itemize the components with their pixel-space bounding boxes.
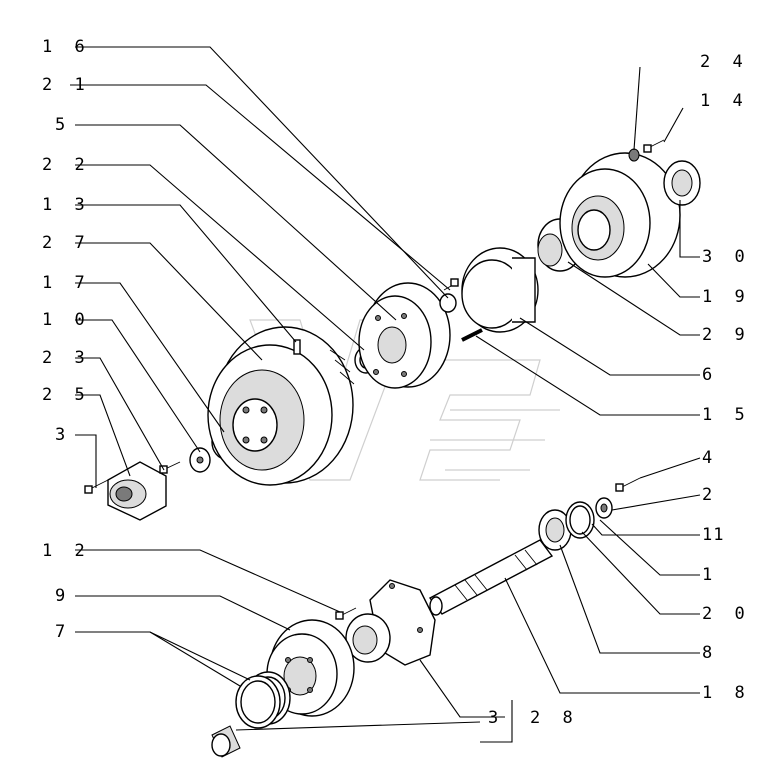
callout-13: 1 3: [42, 195, 91, 215]
spline-gear-5: [358, 282, 451, 389]
callout-4: 4: [702, 448, 718, 468]
callout-28: 2 8: [530, 708, 579, 728]
callout-18: 1 8: [702, 683, 751, 703]
shaft-18: [428, 539, 554, 616]
callout-30: 3 0: [702, 247, 751, 267]
callout-10: 1 0: [42, 310, 91, 330]
bolt-14: [643, 139, 665, 153]
callout-27: 2 7: [42, 233, 91, 253]
callout-20: 2 0: [702, 604, 751, 624]
bearing-8: [538, 509, 572, 551]
callout-22: 2 2: [42, 155, 91, 175]
bolt-4: [615, 477, 641, 492]
ring-20: [565, 501, 595, 539]
callout-5: 5: [55, 115, 71, 135]
flange-cap-25: [107, 461, 167, 521]
drum-gear-27: [207, 326, 355, 486]
callout-3-upper: 3: [55, 425, 71, 445]
screw-12: [335, 607, 357, 620]
callout-7: 7: [55, 622, 71, 642]
ring-gear-6: [461, 247, 539, 333]
callout-3-lower: 3: [488, 708, 504, 728]
callout-25: 2 5: [42, 385, 91, 405]
flange-housing-28: [345, 579, 436, 666]
callout-6: 6: [702, 365, 718, 385]
leader-lines: [70, 46, 701, 743]
bushing-3: [211, 725, 241, 758]
callout-2: 2: [702, 485, 718, 505]
callout-14: 1 4: [700, 91, 749, 111]
callout-labels: 1 6 2 1 5 2 2 1 3 2 7 1 7 1 0 2 3 2 5 3 …: [42, 37, 751, 728]
callout-21: 2 1: [42, 75, 91, 95]
callout-15: 1 5: [702, 405, 751, 425]
housing-19: [559, 152, 681, 278]
callout-1: 1: [702, 565, 718, 585]
washer-2: [595, 497, 613, 519]
bolt-3: [84, 479, 109, 494]
screw-21: [443, 278, 459, 291]
callout-29: 2 9: [702, 325, 751, 345]
pin-15: [461, 328, 483, 342]
callout-11: 11: [702, 525, 724, 545]
callout-23: 2 3: [42, 348, 91, 368]
washer-10: [189, 447, 211, 473]
callout-9: 9: [55, 586, 71, 606]
ring-16: [439, 293, 457, 313]
washer-24: [628, 148, 640, 162]
rings-7: [235, 671, 291, 729]
pin-13: [293, 339, 301, 355]
callout-19: 1 9: [702, 287, 751, 307]
bearing-30: [663, 160, 701, 206]
callout-12: 1 2: [42, 541, 91, 561]
callout-8: 8: [702, 643, 718, 663]
callout-17: 1 7: [42, 273, 91, 293]
callout-24: 2 4: [700, 52, 749, 72]
callout-16: 1 6: [42, 37, 91, 57]
